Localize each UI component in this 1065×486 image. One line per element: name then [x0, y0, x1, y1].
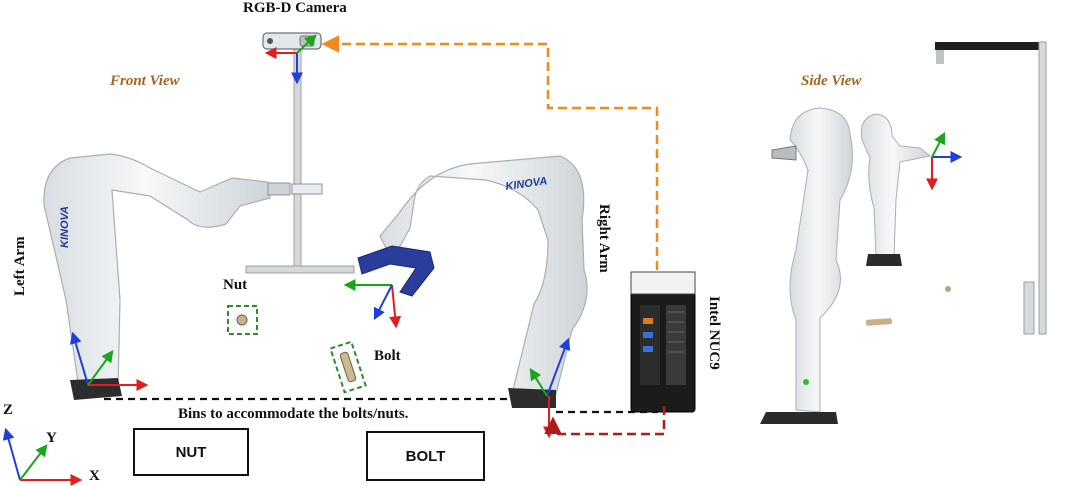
front-view-label: Front View: [110, 73, 180, 89]
camera-label: RGB-D Camera: [243, 0, 347, 16]
camera-mast: [245, 47, 355, 274]
bins-caption: Bins to accommodate the bolts/nuts.: [178, 406, 409, 422]
nut-object: [236, 314, 248, 326]
left-base-y-axis: [87, 350, 114, 386]
right-arm-label: Right Arm: [596, 204, 612, 273]
world-y-axis: [19, 444, 48, 481]
side-view-arm-front: [760, 107, 853, 424]
nut-label: Nut: [223, 277, 248, 293]
left-arm: KINOVA: [43, 153, 291, 400]
world-z-axis: [2, 427, 21, 481]
side-camera-y-axis: [931, 131, 946, 158]
right-arm: KINOVA: [357, 155, 588, 408]
side-view-nut: [945, 286, 951, 292]
bolt-bin: BOLT: [366, 431, 485, 481]
world-z-label: Z: [3, 402, 14, 418]
right-arm-brand: KINOVA: [505, 175, 548, 193]
nuc-label: Intel NUC9: [706, 296, 722, 370]
right-base-z-axis: [546, 337, 571, 397]
right-base-y-axis: [529, 367, 548, 397]
bolt-bin-label: BOLT: [405, 447, 446, 465]
ethernet-cable-right-arm: [544, 406, 666, 436]
usb-cable-camera: [321, 35, 659, 270]
world-x-label: X: [89, 468, 100, 484]
bolt-detection-box: [329, 340, 367, 394]
gripper-z-axis: [373, 284, 393, 321]
left-base-z-axis: [69, 331, 89, 386]
gripper-x-axis: [389, 284, 402, 329]
bolt-object: [339, 351, 357, 383]
side-view-stand: [935, 41, 1047, 335]
nut-bin-label: NUT: [175, 443, 207, 461]
nuc-box: [630, 271, 696, 413]
nut-detection-box: [227, 305, 258, 335]
camera-y-axis: [296, 34, 317, 54]
side-view-label: Side View: [801, 73, 862, 89]
bolt-label: Bolt: [374, 348, 401, 364]
camera-icon: [262, 32, 322, 50]
world-y-label: Y: [46, 430, 57, 446]
left-arm-label: Left Arm: [12, 236, 28, 296]
left-arm-brand: KINOVA: [59, 206, 71, 248]
side-view-bolt: [865, 318, 893, 326]
nut-bin: NUT: [133, 428, 249, 476]
side-view-arm-back: [860, 113, 932, 266]
